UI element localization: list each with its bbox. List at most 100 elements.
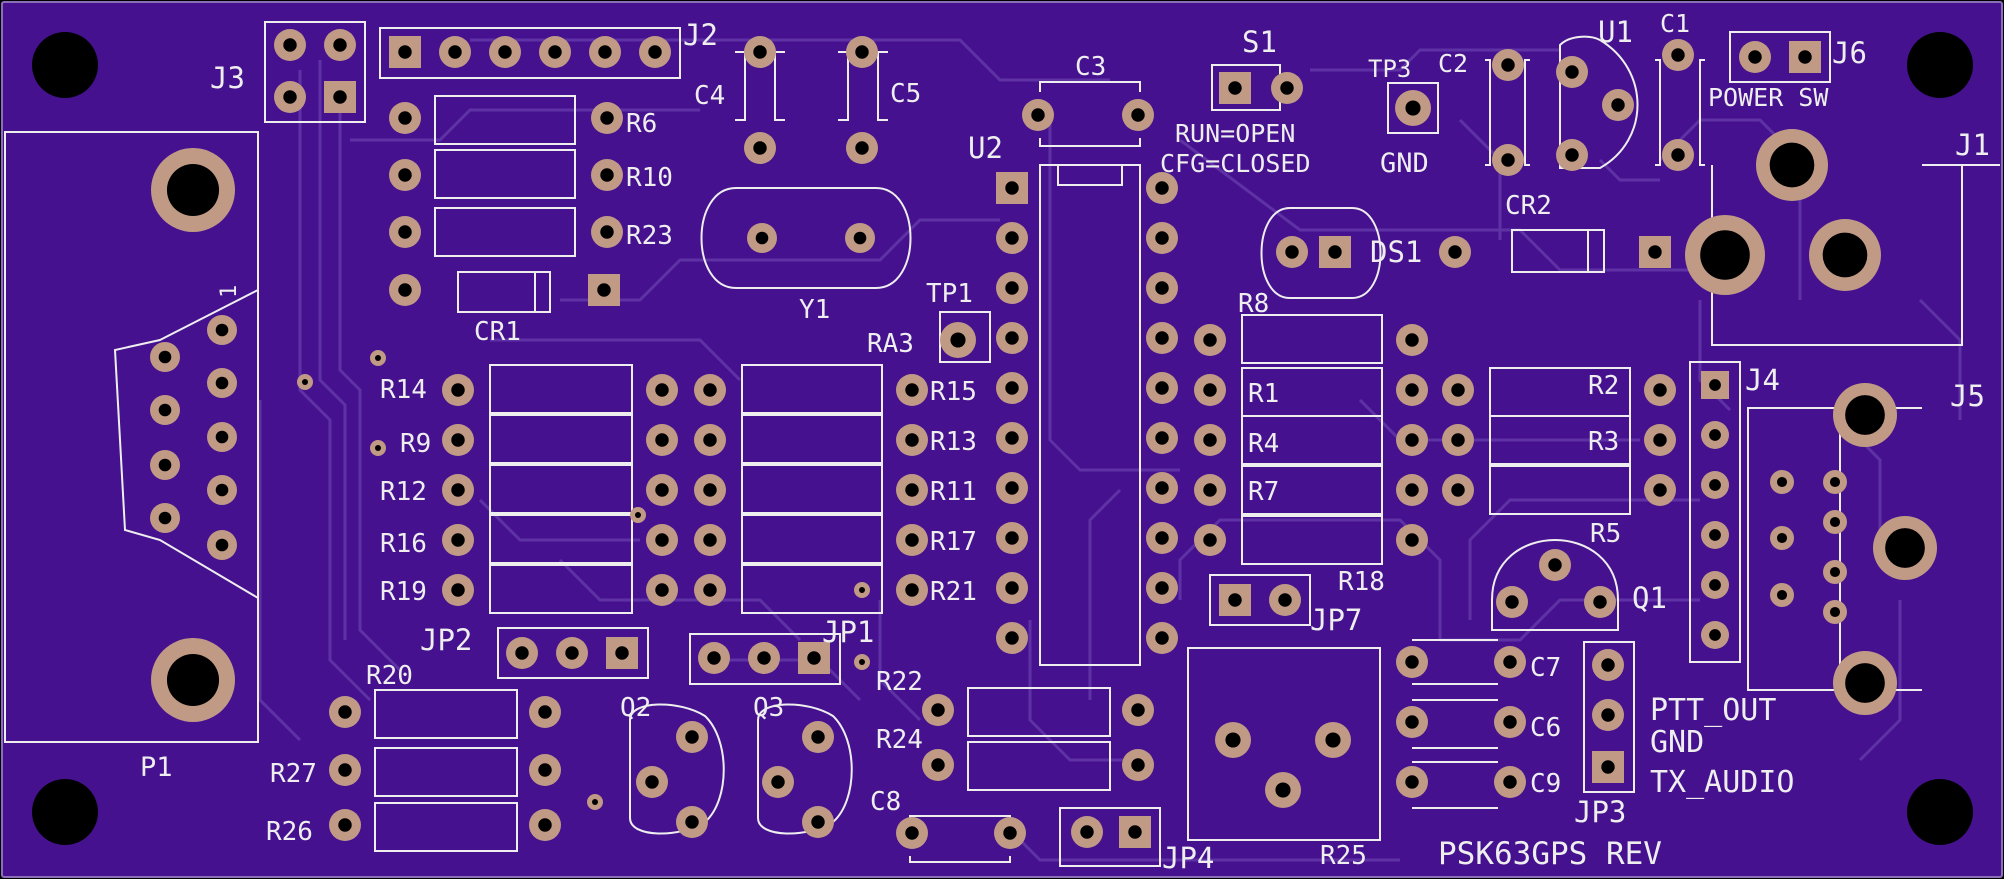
c8-pad-0-drill [905, 826, 919, 840]
j3-pad-3-drill [333, 90, 347, 104]
label-gnd-jp3: GND [1650, 725, 1704, 760]
label-tx-audio: TX_AUDIO [1650, 765, 1795, 800]
r21-body [741, 564, 883, 614]
p1-pin-1-drill [215, 376, 229, 390]
j5-pad-2-drill [1845, 663, 1885, 703]
trace-20 [1598, 158, 1660, 182]
cr1-pad-square-drill [597, 283, 611, 297]
label-c8: C8 [870, 787, 901, 817]
label-j6: J6 [1832, 36, 1867, 70]
rb-left-pad-0-drill [338, 705, 352, 719]
j6-outline [1729, 31, 1831, 83]
p1-pin-2-drill [215, 430, 229, 444]
trace-2 [338, 110, 402, 672]
ds1-outline [1260, 207, 1382, 299]
label-tp3: TP3 [1368, 55, 1411, 83]
j5-pin-4-drill [1829, 606, 1841, 618]
c1-outline [1655, 59, 1705, 166]
r7-body [1241, 465, 1383, 515]
r8-body [1241, 314, 1383, 364]
rmid-right-pad-0-drill [1405, 333, 1419, 347]
j4-pad-2-drill [1709, 479, 1721, 491]
rc-left-pad-1-drill [703, 433, 717, 447]
label-jp2: JP2 [420, 623, 472, 657]
r10-body [434, 149, 576, 199]
label-s1: S1 [1242, 25, 1277, 59]
q3-pad-2-drill [811, 815, 825, 829]
component-pads [150, 29, 1937, 849]
c9-pad-0-drill [1405, 775, 1419, 789]
label-j4: J4 [1745, 363, 1780, 397]
j6-pad-0-drill [1748, 50, 1762, 64]
c6-pad-1-drill [1503, 715, 1517, 729]
label-jp4: JP4 [1162, 841, 1214, 875]
label-cfg: CFG=CLOSED [1160, 149, 1311, 178]
rc-left-pad-0-drill [703, 383, 717, 397]
j5-pin-2-drill [1829, 516, 1841, 528]
label-gnd-tp: GND [1380, 148, 1429, 179]
p1-mount-0-drill [166, 163, 220, 217]
j2-pad-2-drill [498, 45, 512, 59]
rb-left-pad-2-drill [338, 818, 352, 832]
y1-pad-0-drill [755, 231, 769, 245]
rc-right-pad-0-drill [905, 383, 919, 397]
label-jp1: JP1 [822, 615, 874, 649]
u2-notch [1057, 164, 1123, 186]
trace-11 [1698, 300, 1732, 412]
label-r24: R24 [876, 725, 923, 755]
jp7-pad-0-drill [1228, 593, 1242, 607]
jp4-outline [1059, 807, 1161, 867]
u2-right-pad-2-drill [1155, 281, 1169, 295]
r6-body [434, 95, 576, 145]
p1-pin-0-drill [215, 323, 229, 337]
u2-right-pad-8-drill [1155, 581, 1169, 595]
u1-outline [1559, 35, 1639, 169]
label-ptt-out: PTT_OUT [1650, 693, 1776, 728]
j2-pad-0-drill [398, 45, 412, 59]
label-r13: R13 [930, 427, 977, 457]
u2-left-pad-2-drill [1005, 281, 1019, 295]
c6-outline [1412, 699, 1498, 749]
trace-1 [318, 60, 347, 640]
j4-outline [1689, 361, 1741, 663]
label-j2: J2 [683, 18, 718, 52]
u2-left-pad-1-drill [1005, 231, 1019, 245]
rb-right-pad-1-drill [538, 763, 552, 777]
u1-pad-1-drill [1611, 98, 1625, 112]
q2-pad-0-drill [685, 730, 699, 744]
label-cr2: CR2 [1505, 191, 1552, 221]
u2-right-pad-1-drill [1155, 231, 1169, 245]
label-r16: R16 [380, 529, 427, 559]
c9-outline [1412, 761, 1498, 809]
via-0-drill [375, 355, 381, 361]
r13-body [741, 414, 883, 464]
u2-left-pad-3-drill [1005, 331, 1019, 345]
u2-left-pad-7-drill [1005, 531, 1019, 545]
via-2-drill [375, 445, 381, 451]
trace-12 [1048, 120, 1180, 472]
label-r17: R17 [930, 527, 977, 557]
j4-pad-5-drill [1709, 629, 1721, 641]
q2-outline [629, 703, 725, 835]
rl-right-pad-2-drill [655, 483, 669, 497]
u2-right-pad-5-drill [1155, 431, 1169, 445]
r27-body [374, 747, 518, 797]
j4-pad-1-drill [1709, 429, 1721, 441]
q2-pad-1-drill [645, 775, 659, 789]
q1-pad-1-drill [1505, 595, 1519, 609]
rl-right-pad-3-drill [655, 533, 669, 547]
c4-pad-1-drill [753, 141, 767, 155]
r17-body [741, 514, 883, 564]
r24-pad-0-drill [931, 758, 945, 772]
r11-body [741, 464, 883, 514]
trace-18 [878, 600, 922, 722]
via-3-drill [635, 512, 641, 518]
tp3-outline [1387, 82, 1439, 134]
r24-body [967, 741, 1111, 791]
p1-pin-3-drill [215, 483, 229, 497]
mounting-holes [32, 32, 1973, 845]
j5-pin-1-drill [1829, 476, 1841, 488]
label-u2: U2 [968, 131, 1003, 165]
j2-outline [379, 27, 681, 79]
label-p1: P1 [140, 752, 173, 783]
